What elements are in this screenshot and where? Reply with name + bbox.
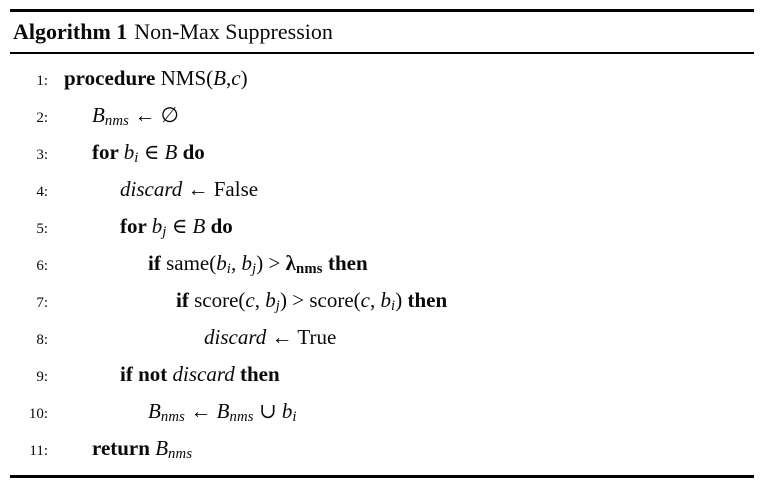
line-content: Bnms ← ∅ bbox=[92, 102, 179, 129]
line-content: procedure NMS(B,c) bbox=[64, 65, 248, 90]
algorithm-line: 10: Bnms ← Bnms ∪ bi bbox=[10, 393, 754, 430]
line-content: if same(bi, bj) > λnms then bbox=[148, 250, 368, 277]
algorithm-line: 6: if same(bi, bj) > λnms then bbox=[10, 245, 754, 282]
line-number: 10: bbox=[28, 405, 48, 422]
algorithm-line: 4: discard ← False bbox=[10, 171, 754, 208]
line-content: for bj ∈ B do bbox=[120, 213, 233, 240]
algorithm-line: 1: procedure NMS(B,c) bbox=[10, 60, 754, 97]
algorithm-line: 9: if not discard then bbox=[10, 356, 754, 393]
line-number: 5: bbox=[36, 220, 48, 237]
algorithm-line: 11: return Bnms bbox=[10, 430, 754, 467]
line-number: 11: bbox=[29, 442, 48, 459]
line-number: 4: bbox=[36, 183, 48, 200]
line-number: 6: bbox=[36, 257, 48, 274]
algorithm-body: 1: procedure NMS(B,c) 2: Bnms ← ∅ 3: for bi ∈… bbox=[10, 54, 754, 475]
line-number: 3: bbox=[36, 146, 48, 163]
line-content: discard ← True bbox=[204, 324, 337, 349]
line-number: 2: bbox=[36, 109, 48, 126]
line-content: if not discard then bbox=[120, 361, 280, 386]
line-content: Bnms ← Bnms ∪ bi bbox=[148, 398, 297, 425]
bottom-rule bbox=[10, 474, 754, 478]
line-content: if score(c, bj) > score(c, bi) then bbox=[176, 287, 448, 314]
line-content: return Bnms bbox=[92, 435, 193, 462]
line-content: for bi ∈ B do bbox=[92, 139, 205, 166]
algorithm-line: 5: for bj ∈ B do bbox=[10, 208, 754, 245]
line-content: discard ← False bbox=[120, 176, 259, 201]
line-number: 1: bbox=[36, 72, 48, 89]
line-number: 9: bbox=[36, 368, 48, 385]
line-number: 8: bbox=[36, 331, 48, 348]
algorithm-line: 7: if score(c, bj) > score(c, bi) then bbox=[10, 282, 754, 319]
header-rule bbox=[10, 52, 754, 54]
algorithm-line: 8: discard ← True bbox=[10, 319, 754, 356]
algorithm-label: Algorithm 1 bbox=[13, 19, 128, 44]
line-number: 7: bbox=[36, 294, 48, 311]
algorithm-line: 3: for bi ∈ B do bbox=[10, 134, 754, 171]
top-rule bbox=[10, 9, 754, 12]
algorithm-line: 2: Bnms ← ∅ bbox=[10, 97, 754, 134]
algorithm-title: Non-Max Suppression bbox=[134, 19, 333, 44]
